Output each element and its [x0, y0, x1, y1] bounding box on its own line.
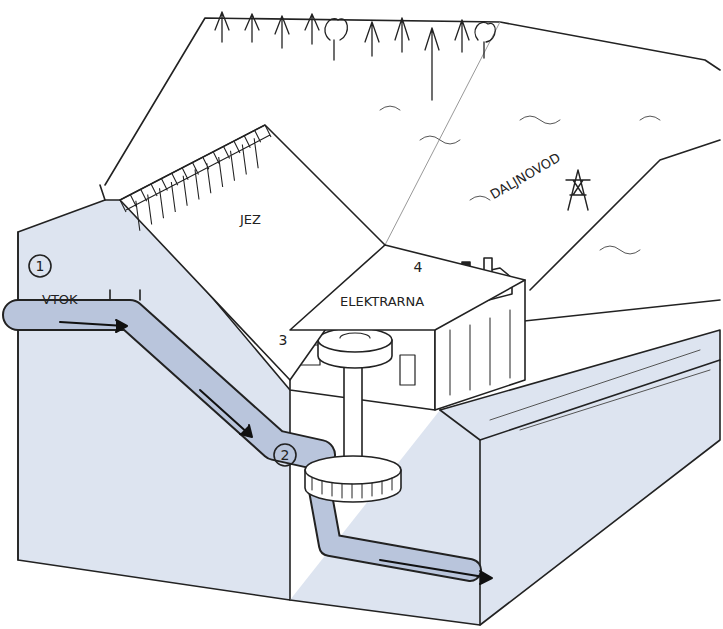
part-label: DALJNOVOD: [488, 151, 562, 201]
dam-shape: JEZ: [100, 125, 385, 380]
node-label: JEZ: [240, 213, 261, 226]
node-label: ELEKTRARNA: [340, 295, 424, 308]
part-label: VTOK: [42, 293, 78, 306]
powerhouse-outline: [290, 245, 525, 330]
dam-outline: [100, 125, 385, 380]
callout-number: 4: [407, 260, 429, 274]
callout-number: 3: [272, 333, 294, 347]
callout-number: 1: [29, 259, 51, 273]
powerhouse-shape: ELEKTRARNA: [290, 245, 525, 330]
callout-number: 2: [274, 448, 296, 462]
